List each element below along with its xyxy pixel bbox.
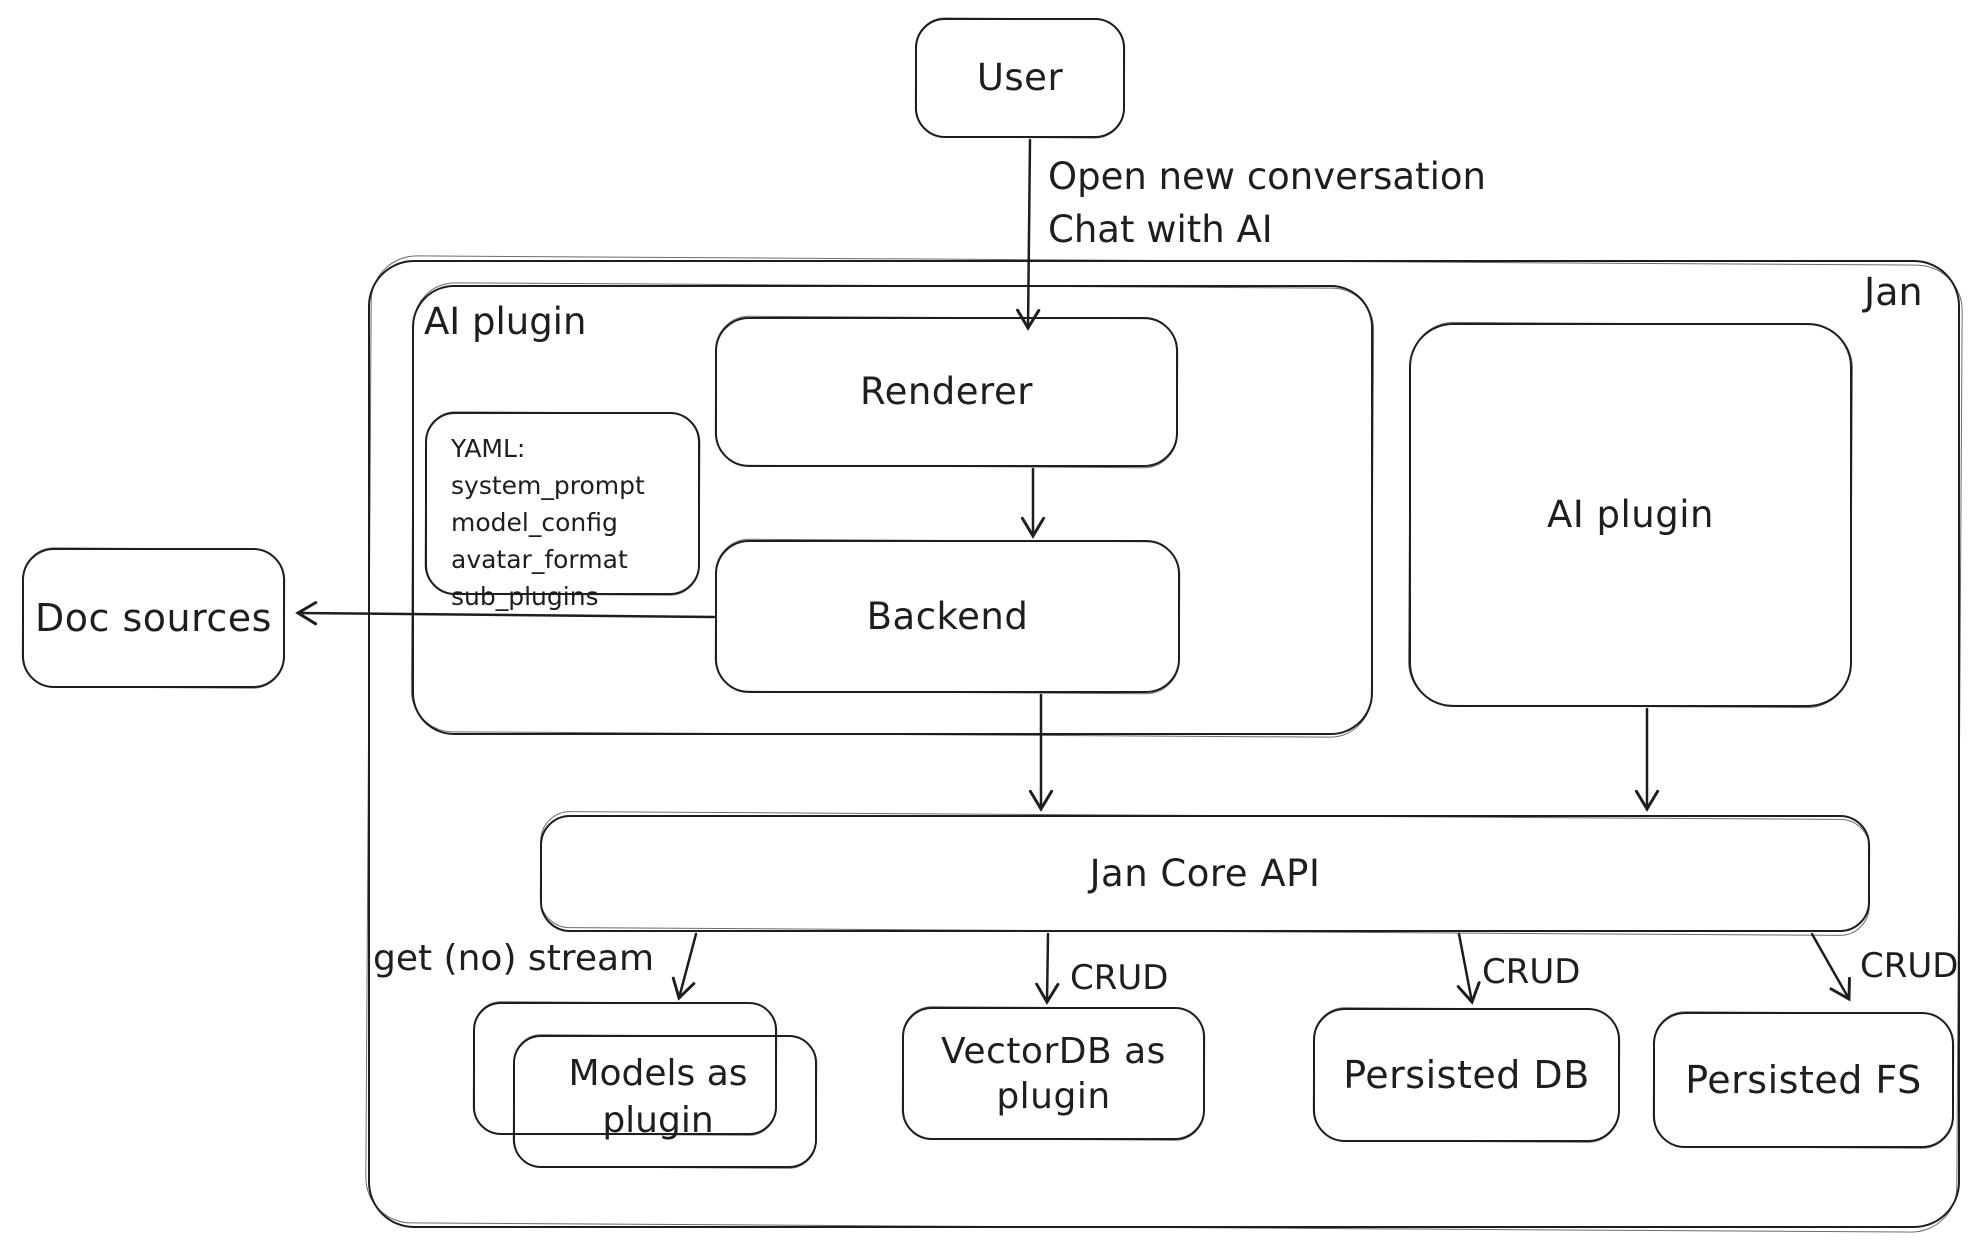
vectordb-node: VectorDB as plugin: [902, 1007, 1205, 1140]
crud-label-persisted-db: CRUD: [1482, 952, 1581, 992]
persisted-db-node: Persisted DB: [1313, 1008, 1620, 1142]
yaml-line: model_config: [451, 508, 618, 537]
persisted-fs-node-label: Persisted FS: [1685, 1057, 1922, 1102]
yaml-line: sub_plugins: [451, 582, 599, 611]
ai-plugin-right-node-label: AI plugin: [1547, 493, 1714, 537]
renderer-node-label: Renderer: [860, 370, 1033, 414]
edge-user-label-line1: Open new conversation: [1048, 155, 1486, 198]
jan-core-api-node: Jan Core API: [540, 815, 1870, 932]
doc-sources-node-label: Doc sources: [35, 595, 272, 640]
user-node-label: User: [976, 56, 1064, 100]
models-as-plugin-front-node: [513, 1035, 817, 1168]
backend-node-label: Backend: [866, 594, 1029, 638]
jan-core-api-node-label: Jan Core API: [1089, 851, 1321, 895]
yaml-line: system_prompt: [451, 471, 645, 500]
jan-container-label: Jan: [1864, 270, 1923, 314]
backend-node: Backend: [715, 540, 1180, 693]
edge-user-label: Open new conversation Chat with AI: [1048, 150, 1486, 256]
edge-user-label-line2: Chat with AI: [1048, 208, 1273, 251]
crud-label-persisted-fs: CRUD: [1860, 946, 1959, 986]
doc-sources-node: Doc sources: [22, 548, 285, 688]
ai-plugin-container-label: AI plugin: [424, 300, 587, 343]
ai-plugin-right-node: AI plugin: [1409, 323, 1852, 707]
renderer-node: Renderer: [715, 317, 1178, 467]
get-no-stream-label: get (no) stream: [373, 938, 655, 979]
models-as-plugin-label: Models as plugin: [568, 1053, 748, 1141]
vectordb-node-label: VectorDB as plugin: [941, 1030, 1166, 1117]
yaml-note-lines: YAML: system_prompt model_config avatar_…: [427, 414, 645, 615]
ai-plugin-container: [412, 285, 1373, 735]
persisted-db-node-label: Persisted DB: [1343, 1052, 1590, 1097]
persisted-fs-node: Persisted FS: [1653, 1012, 1954, 1148]
yaml-note-node: YAML: system_prompt model_config avatar_…: [425, 412, 700, 611]
jan-container: [368, 260, 1960, 1228]
yaml-line: YAML:: [451, 434, 526, 463]
yaml-line: avatar_format: [451, 545, 628, 574]
crud-label-vectordb: CRUD: [1070, 958, 1169, 998]
user-node: User: [915, 18, 1125, 138]
